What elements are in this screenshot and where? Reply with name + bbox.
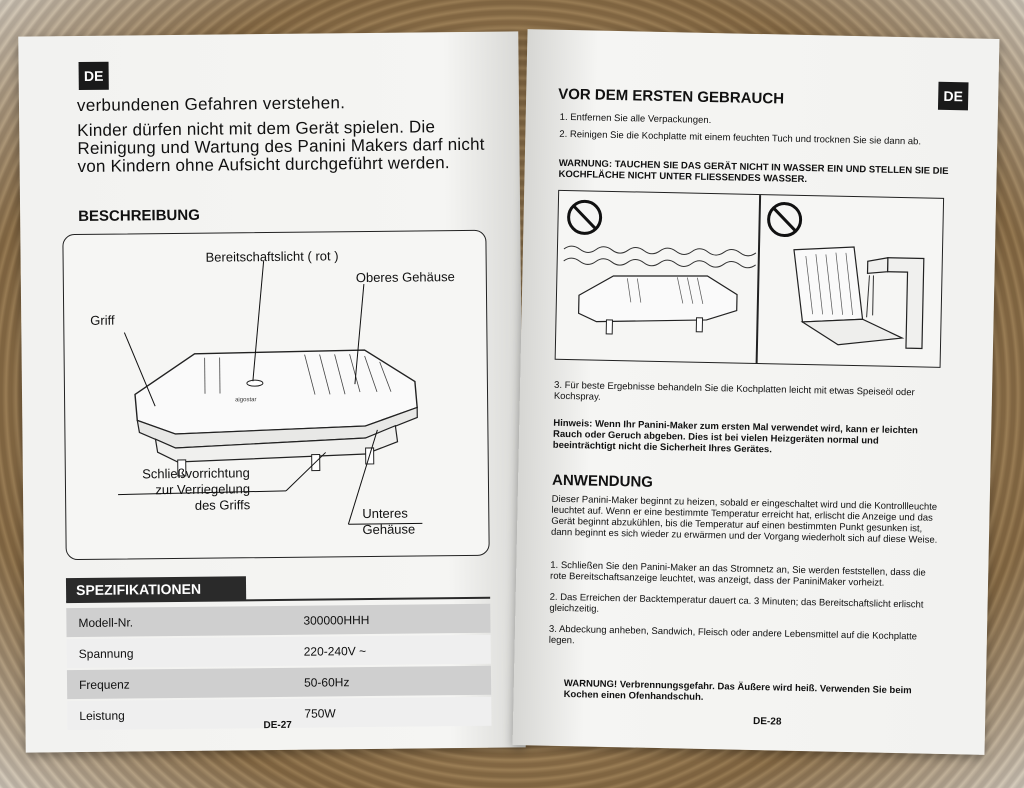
list-item: 1. Schließen Sie den Panini-Maker an das…: [549, 559, 926, 589]
list-item: 2. Reinigen Sie die Kochplatte mit einem…: [559, 128, 922, 148]
warning-illustration: [554, 189, 945, 368]
right-page: DE VOR DEM ERSTEN GEBRAUCH 1. Entfernen …: [512, 29, 1000, 755]
no-water-illustration: [563, 199, 925, 350]
children-warning-paragraph: Kinder dürfen nicht mit dem Gerät spiele…: [77, 117, 485, 177]
first-use-heading: VOR DEM ERSTEN GEBRAUCH: [558, 85, 785, 108]
language-tab: DE: [78, 61, 109, 91]
first-use-list: 1. Entfernen Sie alle Verpackungen. 2. R…: [559, 112, 940, 154]
usage-steps: 1. Schließen Sie den Panini-Maker an das…: [548, 560, 942, 664]
panini-maker-drawing: aigostar: [118, 261, 423, 525]
device-diagram: aigostar Bereitschaftslicht ( rot ) Ober…: [62, 229, 490, 561]
description-heading: BESCHREIBUNG: [78, 206, 200, 226]
usage-heading: ANWENDUNG: [551, 471, 654, 491]
water-warning: WARNUNG: TAUCHEN SIE DAS GERÄT NICHT IN …: [558, 157, 949, 186]
label-lock: Schließvorrichtung zur Verriegelung des …: [142, 465, 251, 513]
label-standby-light: Bereitschaftslicht ( rot ): [205, 248, 339, 265]
label-lower-housing: Unteres Gehäuse: [362, 505, 416, 538]
usage-intro: Dieser Panini-Maker beginnt zu heizen, s…: [550, 493, 938, 546]
page-number: DE-28: [752, 716, 782, 728]
language-tab: DE: [937, 81, 969, 111]
table-row: Modell-Nr.300000HHH: [66, 603, 491, 638]
left-page: DE verbundenen Gefahren verstehen. Kinde…: [18, 31, 526, 753]
specifications-heading: SPEZIFIKATIONEN: [65, 576, 247, 603]
first-use-hint: Hinweis: Wenn Ihr Panini-Maker zum erste…: [552, 417, 918, 456]
continued-text: verbundenen Gefahren verstehen.: [76, 93, 346, 116]
label-handle: Griff: [90, 312, 115, 328]
label-upper-housing: Oberes Gehäuse: [355, 269, 455, 286]
list-item: 2. Das Erreichen der Backtemperatur daue…: [549, 591, 924, 615]
list-item: 3. Abdeckung anheben, Sandwich, Fleisch …: [548, 623, 918, 647]
svg-text:aigostar: aigostar: [235, 397, 256, 403]
burn-warning: WARNUNG! Verbrennungsgefahr. Das Äußere …: [563, 678, 912, 703]
page-number: DE-27: [263, 719, 292, 732]
prohibited-icon: [567, 199, 803, 238]
list-item: 3. Für beste Ergebnisse behandeln Sie di…: [553, 379, 915, 403]
list-item: 1. Entfernen Sie alle Verpackungen.: [559, 111, 712, 127]
